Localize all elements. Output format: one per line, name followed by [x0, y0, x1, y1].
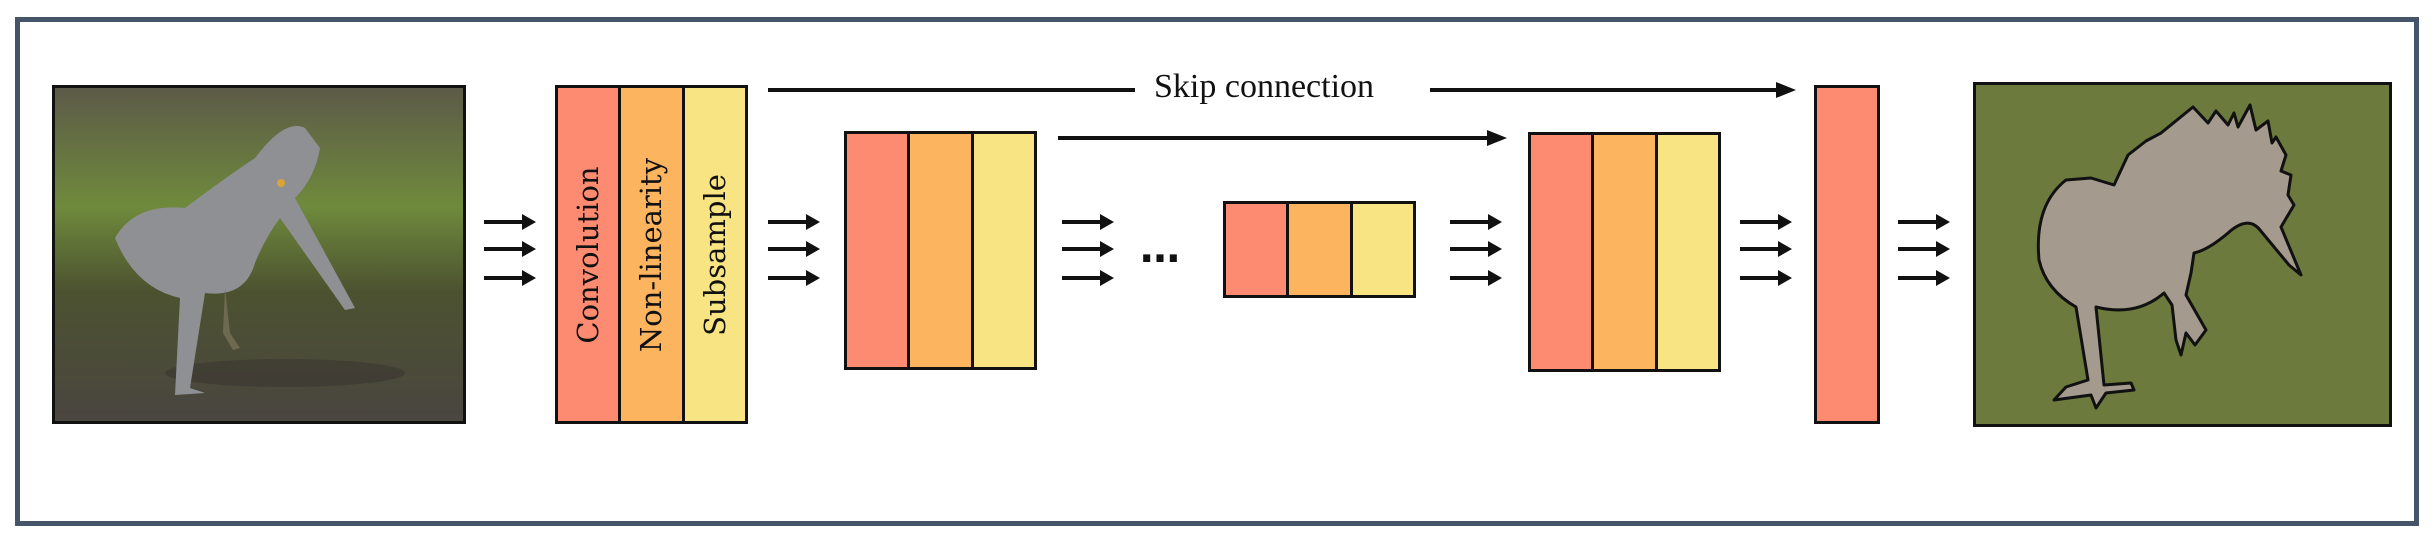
arrowhead-icon — [806, 214, 820, 230]
nonlinearity-layer — [910, 134, 974, 367]
output-segmentation-image — [1973, 82, 2392, 427]
skip-connection-label: Skip connection — [1138, 68, 1391, 106]
encoder-block-1: Convolution Non-linearity Subsample — [555, 85, 748, 424]
nonlinearity-layer — [1289, 204, 1353, 295]
input-image — [52, 85, 466, 424]
ellipsis: … — [1140, 226, 1182, 272]
decoder-block — [1528, 132, 1721, 372]
arrowhead-icon — [1488, 270, 1502, 286]
convolution-layer — [1226, 204, 1290, 295]
arrowhead-icon — [806, 241, 820, 257]
arrowhead-icon — [1100, 214, 1114, 230]
arrowhead-icon — [1488, 241, 1502, 257]
arrowhead-icon — [522, 214, 536, 230]
arrowhead-icon — [1778, 241, 1792, 257]
encoder-block-2 — [844, 131, 1037, 370]
arrowhead-icon — [1778, 270, 1792, 286]
arrowhead-icon — [1936, 214, 1950, 230]
convolution-layer — [1531, 135, 1595, 369]
subsample-layer — [973, 134, 1034, 367]
skip-arrowhead-icon — [1776, 82, 1796, 98]
arrowhead-icon — [522, 241, 536, 257]
convolution-layer: Convolution — [558, 88, 622, 421]
inner-skip-arrowhead-icon — [1487, 130, 1507, 146]
subsample-layer — [1352, 204, 1413, 295]
arrowhead-icon — [1100, 241, 1114, 257]
nonlinearity-layer — [1594, 135, 1658, 369]
arrowhead-icon — [1100, 270, 1114, 286]
arrowhead-icon — [1936, 270, 1950, 286]
arrowhead-icon — [1488, 214, 1502, 230]
arrowhead-icon — [522, 270, 536, 286]
nonlinearity-layer: Non-linearity — [621, 88, 685, 421]
subsample-layer — [1657, 135, 1718, 369]
bottleneck-block — [1223, 201, 1416, 298]
arrowhead-icon — [1778, 214, 1792, 230]
convolution-layer — [847, 134, 911, 367]
arrowhead-icon — [1936, 241, 1950, 257]
output-layer — [1814, 85, 1880, 424]
arrowhead-icon — [806, 270, 820, 286]
subsample-layer: Subsample — [684, 88, 745, 421]
